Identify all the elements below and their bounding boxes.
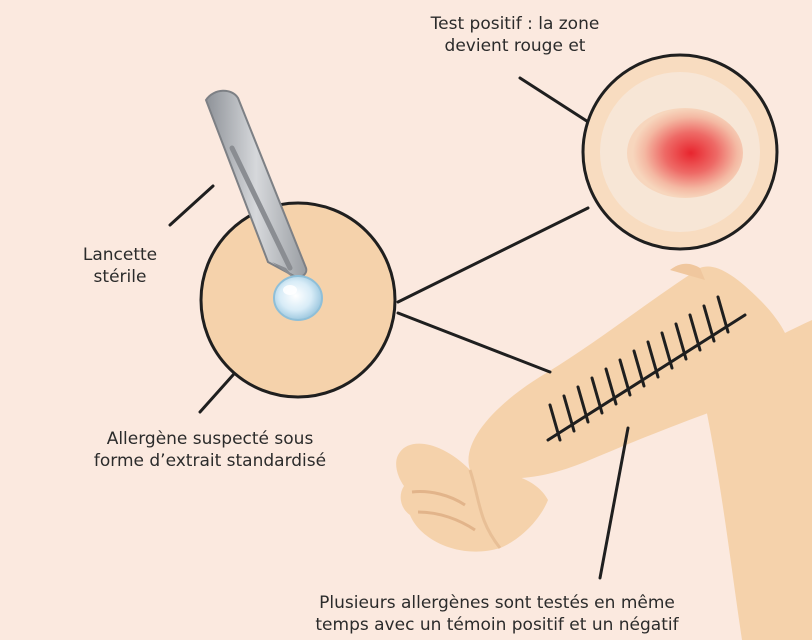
positive-test-label: Test positif : la zone devient rouge et	[395, 13, 635, 57]
forearm-icon	[396, 264, 812, 640]
allergen-line-2: forme d’extrait standardisé	[70, 450, 350, 472]
lancet-line-2: stérile	[60, 266, 180, 288]
lancet-label: Lancette stérile	[60, 244, 180, 288]
reaction-zone-icon	[583, 55, 777, 249]
lancet-line-1: Lancette	[60, 244, 180, 266]
positive-test-line-1: Test positif : la zone	[395, 13, 635, 35]
multiple-line-1: Plusieurs allergènes sont testés en même	[262, 592, 732, 614]
multiple-line-2: temps avec un témoin positif et un négat…	[262, 614, 732, 636]
positive-test-line-2: devient rouge et	[395, 35, 635, 57]
allergen-line-1: Allergène suspecté sous	[70, 428, 350, 450]
allergen-drop-icon	[274, 276, 322, 320]
multiple-allergens-label: Plusieurs allergènes sont testés en même…	[262, 592, 732, 636]
allergen-label: Allergène suspecté sous forme d’extrait …	[70, 428, 350, 472]
